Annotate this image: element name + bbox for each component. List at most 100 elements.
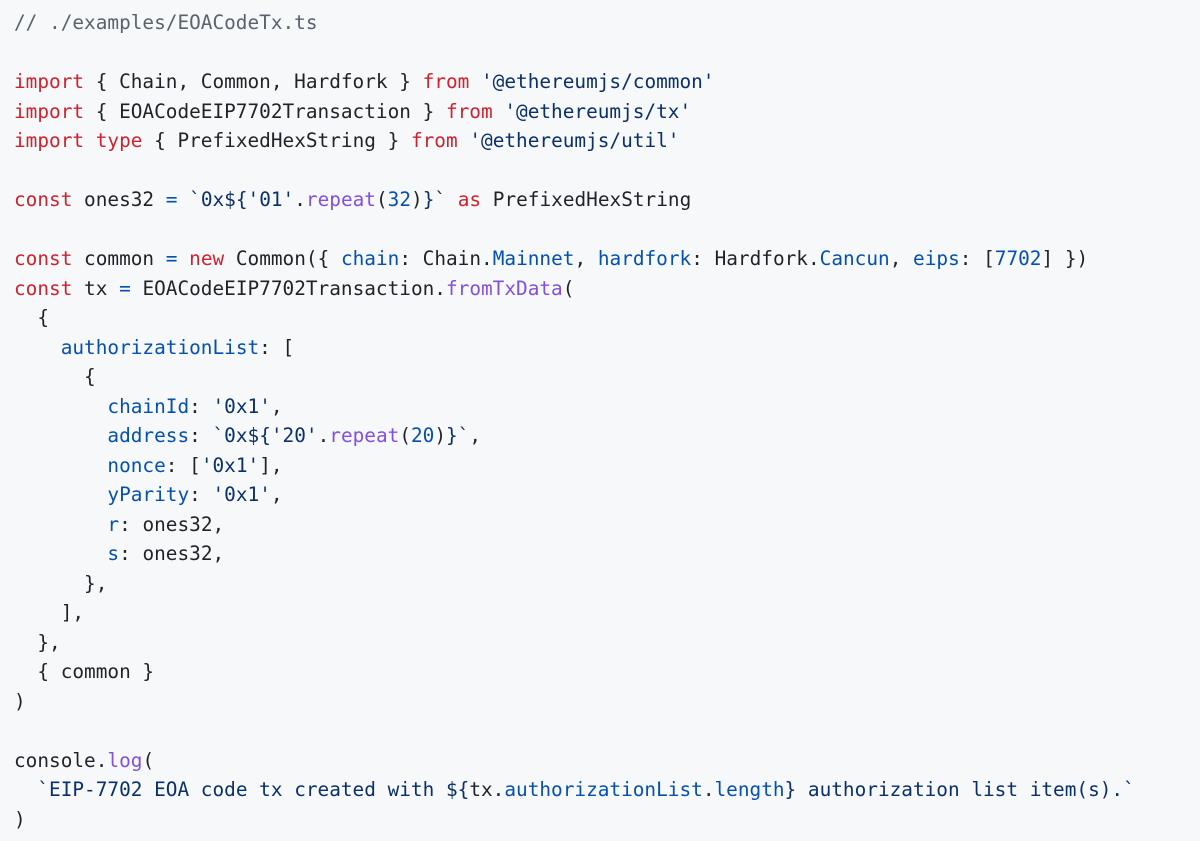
- code-token-plain: ): [14, 807, 26, 831]
- code-token-plain: ): [434, 424, 447, 447]
- code-line: import { Chain, Common, Hardfork } from …: [14, 67, 1200, 97]
- code-token-string: `0x${: [189, 188, 248, 211]
- code-token-plain: .: [702, 778, 715, 801]
- code-line: import type { PrefixedHexString } from '…: [14, 126, 1200, 156]
- code-token-keyword: new: [189, 247, 225, 270]
- code-token-prop: hardfork: [597, 247, 692, 270]
- code-line: s: ones32,: [14, 539, 1200, 569]
- code-token-plain: { common }: [14, 660, 155, 683]
- code-token-keyword: import: [14, 129, 85, 152]
- code-token-plain: ): [14, 689, 26, 713]
- code-token-string: `EIP-7702 EOA code tx created with ${: [37, 778, 470, 801]
- code-token-plain: (: [142, 748, 155, 772]
- code-token-plain: },: [14, 630, 61, 654]
- code-token-plain: (: [562, 276, 575, 300]
- code-line: ​: [14, 156, 1200, 186]
- code-token-keyword: from: [445, 99, 493, 123]
- code-token-plain: [14, 513, 107, 536]
- code-token-plain: { Chain, Common, Hardfork }: [84, 70, 423, 93]
- code-token-keyword: type: [95, 129, 143, 152]
- code-token-plain: [458, 129, 470, 152]
- code-token-prop: Mainnet: [492, 247, 575, 270]
- code-token-plain: [14, 395, 107, 418]
- code-lines: // ./examples/EOACodeTx.ts​import { Chai…: [14, 0, 1200, 834]
- code-token-plain: [493, 100, 505, 123]
- code-line: authorizationList: [: [14, 333, 1200, 363]
- code-line: // ./examples/EOACodeTx.ts: [14, 8, 1200, 38]
- code-token-string: '01': [247, 188, 295, 211]
- code-token-operator: =: [165, 247, 178, 270]
- code-token-comment: // ./examples/EOACodeTx.ts: [14, 11, 318, 34]
- code-line: r: ones32,: [14, 510, 1200, 540]
- code-token-keyword: from: [410, 129, 458, 152]
- code-token-prop: yParity: [107, 483, 190, 506]
- code-line: nonce: ['0x1'],: [14, 451, 1200, 481]
- code-line: yParity: '0x1',: [14, 480, 1200, 510]
- code-token-string: '0x1': [212, 394, 271, 418]
- code-token-plain: { EOACodeEIP7702Transaction }: [84, 99, 446, 123]
- code-token-plain: [446, 188, 458, 211]
- code-token-plain: : [: [259, 335, 295, 359]
- code-token-prop: length: [714, 778, 785, 801]
- code-token-prop: chainId: [107, 394, 190, 418]
- code-token-plain: [14, 424, 107, 447]
- code-line: { common }: [14, 657, 1200, 687]
- code-token-plain: ,: [574, 247, 598, 270]
- code-token-plain: {: [14, 365, 96, 388]
- code-line: const ones32 = `0x${'01'.repeat(32)}` as…: [14, 185, 1200, 215]
- code-token-number: 32: [387, 188, 412, 211]
- code-line: {: [14, 303, 1200, 333]
- code-token-func: repeat: [329, 424, 400, 447]
- code-line: ): [14, 805, 1200, 835]
- code-token-string: `0x${: [212, 424, 271, 447]
- code-token-prop: address: [107, 424, 190, 447]
- code-token-plain: [14, 483, 107, 506]
- code-token-plain: PrefixedHexString: [481, 188, 692, 211]
- code-line: const common = new Common({ chain: Chain…: [14, 244, 1200, 274]
- code-token-plain: (: [375, 188, 388, 211]
- code-token-string: '@ethereumjs/util': [469, 129, 680, 152]
- code-token-func: log: [107, 748, 143, 772]
- code-token-string: } authorization list item(s).`: [784, 778, 1135, 801]
- code-line: ​: [14, 716, 1200, 746]
- code-line: console.log(: [14, 746, 1200, 776]
- code-token-string: '20': [270, 424, 318, 447]
- code-token-keyword: const: [14, 247, 73, 270]
- code-token-keyword: as: [457, 188, 482, 211]
- code-token-plain: [469, 70, 481, 93]
- code-token-keyword: const: [14, 276, 73, 300]
- code-token-prop: r: [107, 512, 120, 536]
- code-line: ​: [14, 215, 1200, 245]
- code-token-plain: :: [189, 394, 213, 418]
- code-token-func: fromTxData: [445, 276, 563, 300]
- code-token-plain: : Hardfork.: [691, 247, 820, 270]
- code-token-plain: [14, 542, 107, 565]
- code-token-plain: [14, 336, 61, 359]
- code-line: ​: [14, 38, 1200, 68]
- code-token-plain: .: [317, 424, 330, 447]
- code-token-plain: tx.: [469, 778, 505, 801]
- code-token-plain: :: [189, 483, 213, 506]
- code-token-prop: authorizationList: [60, 335, 260, 359]
- code-token-plain: : ones32,: [119, 512, 225, 536]
- code-line: address: `0x${'20'.repeat(20)}`,: [14, 421, 1200, 451]
- code-token-string: '@ethereumjs/tx': [504, 99, 692, 123]
- code-line: ): [14, 687, 1200, 717]
- code-token-func: repeat: [305, 188, 376, 211]
- code-token-plain: [84, 129, 96, 152]
- code-token-plain: ones32: [72, 188, 166, 211]
- code-token-plain: .: [294, 188, 306, 211]
- code-line: import { EOACodeEIP7702Transaction } fro…: [14, 97, 1200, 127]
- code-token-plain: : Chain.: [399, 247, 493, 270]
- code-token-plain: ): [411, 188, 423, 211]
- code-line: chainId: '0x1',: [14, 392, 1200, 422]
- code-token-plain: ,: [469, 424, 482, 447]
- code-token-prop: chain: [340, 247, 400, 270]
- code-token-plain: ],: [14, 601, 85, 624]
- code-token-plain: tx: [72, 276, 120, 300]
- code-token-keyword: from: [422, 70, 470, 93]
- code-token-keyword: import: [14, 99, 85, 123]
- code-line: {: [14, 362, 1200, 392]
- code-token-string: '@ethereumjs/common': [481, 70, 715, 93]
- code-line: `EIP-7702 EOA code tx created with ${tx.…: [14, 775, 1200, 805]
